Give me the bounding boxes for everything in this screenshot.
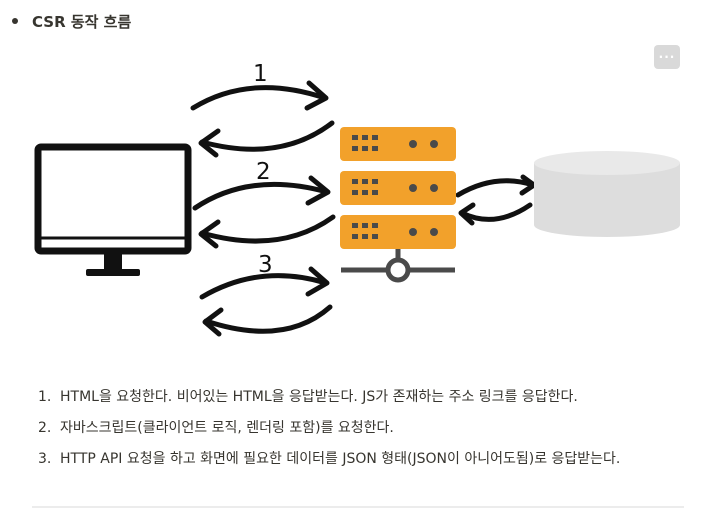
list-item: 3. HTTP API 요청을 하고 화면에 필요한 데이터를 JSON 형태(… [38,448,688,470]
bullet-dot [12,18,18,24]
request-arrows [190,80,537,337]
list-item: 2. 자바스크립트(클라이언트 로직, 렌더링 포함)를 요청한다. [38,417,688,439]
arrow-db-response [459,202,533,222]
arrow-2-response [199,214,336,244]
arrow-1-response [199,120,335,152]
arrow-2-request [192,181,330,211]
step-list: 1. HTML을 요청한다. 비어있는 HTML을 응답받는다. JS가 존재하… [38,386,688,479]
list-item: 1. HTML을 요청한다. 비어있는 HTML을 응답받는다. JS가 존재하… [38,386,688,408]
list-item-number: 3. [38,451,52,467]
heading-text: CSR 동작 흐름 [32,12,132,31]
arrow-1-request [190,85,328,111]
arrow-db-request [455,178,536,198]
list-item-number: 1. [38,389,52,405]
server-icon [340,127,456,283]
step-label-2: 2 [256,159,271,185]
divider [32,506,684,508]
list-item-text: HTML을 요청한다. 비어있는 HTML을 응답받는다. JS가 존재하는 주… [60,389,578,405]
database-icon [534,151,680,237]
arrow-3-request [199,273,329,300]
step-label-3: 3 [258,252,273,278]
arrow-3-response [203,304,333,334]
list-item-text: HTTP API 요청을 하고 화면에 필요한 데이터를 JSON 형태(JSO… [60,451,621,467]
list-item-text: 자바스크립트(클라이언트 로직, 렌더링 포함)를 요청한다. [60,420,394,436]
monitor-icon [34,143,192,276]
csr-flow-diagram: 1 2 3 [30,55,690,375]
bullet-heading: CSR 동작 흐름 [12,9,131,33]
more-options-button[interactable]: ··· [654,45,680,69]
list-item-number: 2. [38,420,52,436]
step-label-1: 1 [253,61,268,87]
